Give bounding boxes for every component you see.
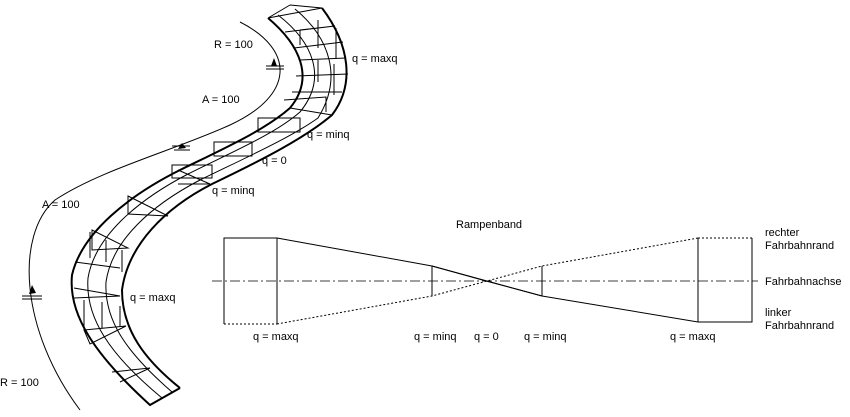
arc-arrow-top bbox=[271, 58, 277, 66]
label-q-minq-upper: q = minq bbox=[307, 129, 350, 141]
ramp-bottom-label-2: q = minq bbox=[414, 331, 457, 343]
label-right-edge-2: Fahrbahnrand bbox=[765, 240, 834, 252]
label-left-edge-2: Fahrbahnrand bbox=[765, 320, 834, 332]
ramp-bottom-label-3: q = 0 bbox=[474, 331, 499, 343]
arc-tick-top bbox=[266, 65, 284, 70]
label-axis: Fahrbahnachse bbox=[765, 276, 841, 288]
road-labels: R = 100 A = 100 q = maxq q = minq q = 0 … bbox=[0, 39, 398, 389]
alignment-arc bbox=[22, 21, 284, 411]
label-left-edge-1: linker bbox=[765, 307, 792, 319]
label-q-maxq-top: q = maxq bbox=[352, 53, 398, 65]
label-clothoid-bottom: A = 100 bbox=[42, 199, 80, 211]
ramp-left-block bbox=[223, 237, 278, 324]
ramp-bottom-label-4: q = minq bbox=[524, 331, 567, 343]
ramp-solid-edge-left bbox=[276, 237, 699, 323]
road-cross-sections bbox=[73, 4, 349, 406]
ramp-labels: Rampenband rechter Fahrbahnrand Fahrbahn… bbox=[253, 219, 841, 343]
arc-tick-low bbox=[22, 295, 42, 300]
alignment-arc-line bbox=[28, 21, 281, 411]
road-right-edge bbox=[120, 7, 348, 389]
road-band bbox=[70, 4, 349, 407]
label-right-edge-1: rechter bbox=[765, 227, 800, 239]
ramp-bottom-label-5: q = maxq bbox=[670, 331, 716, 343]
label-q-zero: q = 0 bbox=[262, 155, 287, 167]
road-left-edge bbox=[70, 17, 304, 407]
arc-tick-mid bbox=[172, 145, 190, 151]
ramp-bottom-label-1: q = maxq bbox=[253, 331, 299, 343]
ramp-cross-solid bbox=[431, 265, 543, 297]
label-clothoid-top: A = 100 bbox=[202, 94, 240, 106]
label-q-maxq-bottom: q = maxq bbox=[130, 292, 176, 304]
ramp-band bbox=[212, 237, 758, 325]
ramp-right-block bbox=[697, 238, 753, 323]
arc-arrow-low bbox=[29, 285, 36, 294]
label-q-minq-lower: q = minq bbox=[212, 185, 255, 197]
label-radius-top: R = 100 bbox=[214, 39, 253, 51]
ramp-title: Rampenband bbox=[456, 219, 522, 231]
road-struts bbox=[83, 20, 337, 330]
label-radius-bottom: R = 100 bbox=[0, 377, 39, 389]
